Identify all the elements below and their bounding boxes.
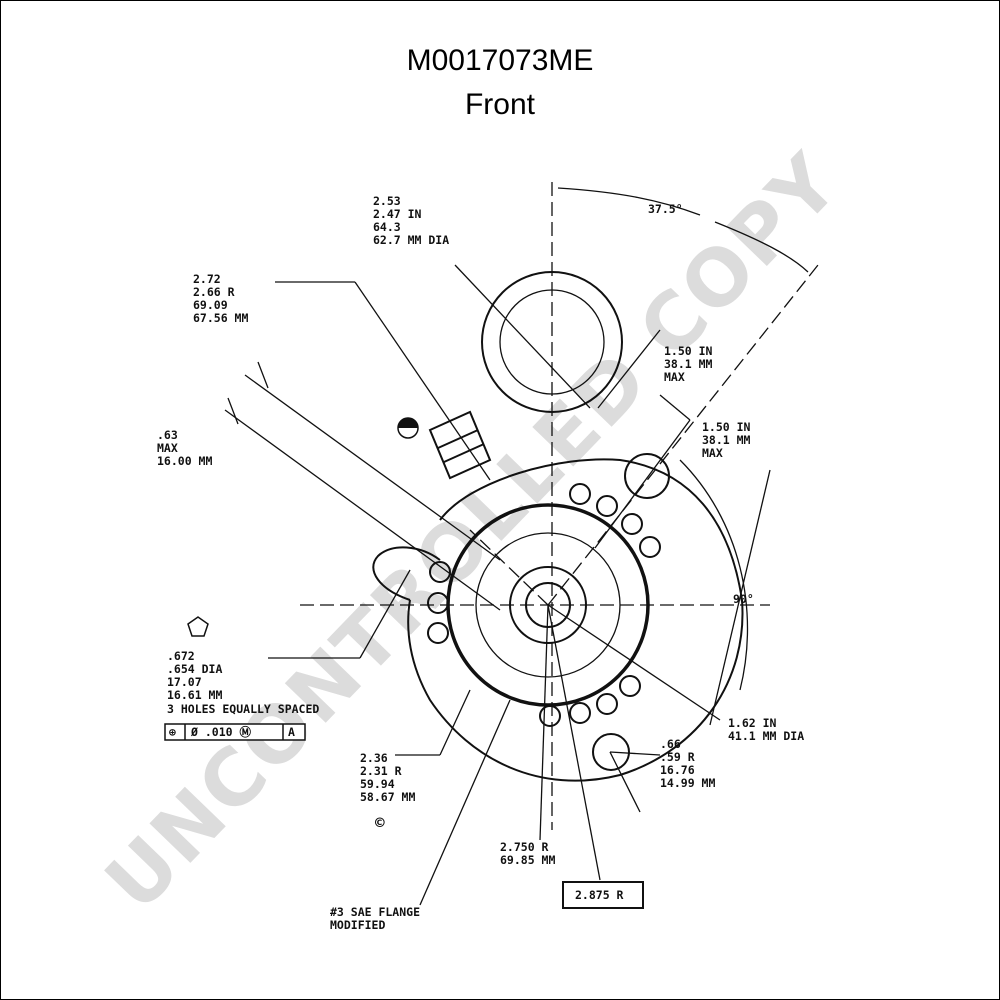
leader-line	[547, 604, 721, 721]
boxed-dimension-frame	[562, 881, 644, 909]
dim-text: 2.750 R	[500, 840, 549, 854]
bolt-head	[639, 536, 661, 558]
dimension-tick	[227, 397, 239, 425]
dim-text: MAX	[664, 370, 685, 384]
drawing-title: M0017073ME	[406, 44, 594, 77]
dim-text: 69.85 MM	[500, 853, 555, 867]
dim-text: .59 R	[660, 750, 695, 764]
bolt-head	[427, 622, 449, 644]
terminal-stud	[428, 410, 492, 480]
bolt-head	[569, 702, 591, 724]
left-ear-outline	[372, 546, 441, 601]
angle-arc	[714, 221, 809, 273]
dim-text: .654 DIA	[167, 662, 222, 676]
dimension-line	[224, 409, 501, 611]
radius-line	[539, 604, 549, 841]
leader-line	[359, 569, 411, 659]
dim-text: 16.61 MM	[167, 688, 222, 702]
dim-text: 2.53	[373, 194, 401, 208]
leader-line	[354, 281, 491, 481]
pentagon-datum-icon	[187, 616, 209, 637]
angle-arc-90	[679, 459, 749, 691]
dim-text: #3 SAE FLANGE	[330, 905, 420, 919]
dim-text: 2.36	[360, 751, 388, 765]
terminal-thread	[443, 443, 485, 463]
angled-centerline-left	[469, 529, 549, 606]
radius-line	[547, 604, 601, 881]
dim-text: 69.09	[193, 298, 228, 312]
mounting-hole-left	[427, 592, 449, 614]
housing-outline	[407, 458, 744, 782]
dim-text: 37.5°	[648, 202, 683, 216]
leader-line	[609, 751, 661, 756]
dim-text: 14.99 MM	[660, 776, 715, 790]
leader-line	[597, 329, 661, 409]
drawing-view-label: Front	[464, 88, 536, 121]
dim-text: 2.66 R	[193, 285, 235, 299]
dim-text: 17.07	[167, 675, 202, 689]
position-symbol: ⊕	[169, 725, 176, 739]
dim-text: 1.50 IN	[664, 344, 713, 358]
dimension-line	[594, 419, 691, 549]
leader-line	[609, 751, 641, 813]
dim-text: 2.47 IN	[373, 207, 422, 221]
bolt-head	[596, 495, 618, 517]
angled-centerline	[547, 264, 819, 606]
dim-text: .66	[660, 737, 681, 751]
dim-text: MODIFIED	[330, 918, 385, 932]
dim-text: 3 HOLES EQUALLY SPACED	[167, 702, 319, 716]
dimension-line	[709, 469, 771, 726]
dim-text: 16.00 MM	[157, 454, 212, 468]
angle-arc	[557, 187, 701, 216]
copyright-symbol: ©	[375, 813, 385, 832]
dim-text: 38.1 MM	[702, 433, 751, 447]
bolt-head	[621, 513, 643, 535]
dim-text: 2.72	[193, 272, 221, 286]
dim-text: 16.76	[660, 763, 695, 777]
datum-reference: A	[288, 725, 295, 739]
dimension-labels: 2.53 2.47 IN 64.3 62.7 MM DIA 2.72 2.66 …	[157, 194, 804, 932]
leader-line	[439, 689, 471, 756]
dim-text: 1.62 IN	[728, 716, 777, 730]
mounting-hole-bottom	[592, 733, 630, 771]
dim-text: MAX	[157, 441, 178, 455]
dimension-tick	[257, 361, 269, 389]
dim-text: 41.1 MM DIA	[728, 729, 804, 743]
center-lines	[300, 182, 819, 830]
dim-text: 2.31 R	[360, 764, 402, 778]
boxed-dimension-text: 2.875 R	[575, 888, 624, 902]
tolerance-frame: ⊕ Ø .010 Ⓜ A	[164, 723, 306, 741]
terminal-thread	[437, 429, 479, 449]
bolt-head	[539, 705, 561, 727]
dim-text: 67.56 MM	[193, 311, 248, 325]
dim-text: 58.67 MM	[360, 790, 415, 804]
bolt-head	[596, 693, 618, 715]
dim-text: 64.3	[373, 220, 401, 234]
bolt-head	[619, 675, 641, 697]
dimension-line	[244, 374, 501, 561]
bolt-head	[569, 483, 591, 505]
leader-line	[659, 394, 691, 421]
mounting-hole-top	[624, 453, 670, 499]
leader-lines	[224, 187, 809, 906]
leader-line	[454, 264, 591, 409]
leader-line	[419, 699, 511, 906]
dim-text: 62.7 MM DIA	[373, 233, 449, 247]
tolerance-value: Ø .010 Ⓜ	[190, 725, 251, 739]
bolt-head	[429, 561, 451, 583]
dim-text: .63	[157, 428, 178, 442]
dim-text: MAX	[702, 446, 723, 460]
dim-text: 38.1 MM	[664, 357, 713, 371]
ground-symbol-icon	[397, 417, 419, 439]
dim-text: .672	[167, 649, 195, 663]
dim-text: 59.94	[360, 777, 395, 791]
dim-text: 1.50 IN	[702, 420, 751, 434]
dim-text: 90°	[733, 592, 754, 606]
